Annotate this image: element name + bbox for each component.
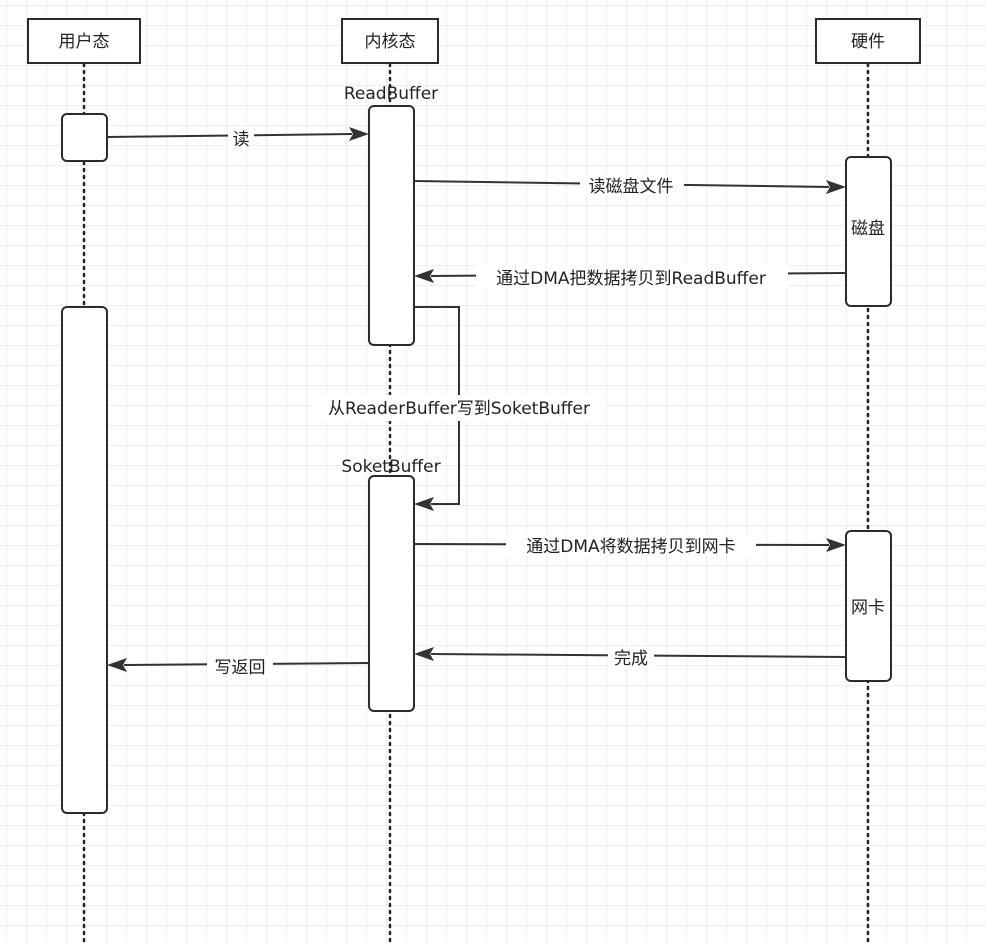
activation-socket-buffer-label: SoketBuffer — [341, 457, 440, 477]
message-dma-to-read-buffer-arrowhead — [414, 269, 434, 283]
message-read-disk-file-label: 读磁盘文件 — [589, 177, 674, 197]
message-read-arrowhead — [349, 127, 369, 141]
activation-disk-label: 磁盘 — [851, 219, 885, 239]
activation-disk[interactable] — [845, 156, 892, 307]
activation-nic-label: 网卡 — [851, 598, 885, 618]
participant-kernel-label: 内核态 — [365, 32, 416, 52]
activation-socket-buffer[interactable] — [368, 475, 415, 712]
message-write-return[interactable]: 写返回 — [107, 655, 370, 678]
message-complete-arrowhead — [414, 647, 434, 661]
message-complete-label-bg — [608, 646, 654, 668]
message-dma-to-nic-label-bg — [506, 534, 756, 556]
message-dma-to-nic-label: 通过DMA将数据拷贝到网卡 — [526, 537, 735, 557]
activation-user-read[interactable] — [61, 113, 108, 162]
message-read[interactable]: 读 — [106, 126, 369, 150]
message-dma-to-nic[interactable]: 通过DMA将数据拷贝到网卡 — [413, 534, 846, 557]
message-read-label: 读 — [233, 130, 250, 150]
message-dma-to-read-buffer-label: 通过DMA把数据拷贝到ReadBuffer — [496, 269, 766, 289]
activation-read-buffer[interactable] — [368, 105, 415, 346]
message-write-return-arrowhead — [107, 658, 127, 672]
message-copy-to-socket-buffer-label: 从ReaderBuffer写到SoketBuffer — [328, 399, 590, 419]
message-write-return-label: 写返回 — [215, 658, 266, 678]
message-copy-to-socket-buffer-label-bg — [312, 395, 606, 421]
activation-nic[interactable] — [845, 530, 892, 682]
message-copy-to-socket-buffer-arrowhead — [414, 497, 434, 511]
participant-hardware[interactable]: 硬件 — [815, 18, 921, 64]
message-read-disk-file[interactable]: 读磁盘文件 — [413, 175, 846, 197]
participant-user[interactable]: 用户态 — [27, 18, 141, 64]
message-read-disk-file-label-bg — [580, 175, 684, 197]
message-copy-to-socket-buffer[interactable]: 从ReaderBuffer写到SoketBuffer — [312, 306, 606, 511]
message-read-label-bg — [228, 126, 254, 148]
message-complete-label: 完成 — [614, 649, 648, 669]
message-dma-to-nic-arrowhead — [826, 538, 846, 552]
message-dma-to-read-buffer-label-bg — [476, 265, 788, 289]
participant-user-label: 用户态 — [59, 32, 110, 52]
activation-read-buffer-label: ReadBuffer — [344, 84, 438, 104]
message-read-disk-file-arrowhead — [826, 180, 846, 194]
participant-kernel[interactable]: 内核态 — [341, 18, 439, 64]
message-complete[interactable]: 完成 — [414, 646, 847, 669]
participant-user-box — [27, 18, 141, 64]
participant-hardware-label: 硬件 — [851, 32, 885, 52]
participant-hardware-box — [815, 18, 921, 64]
message-dma-to-read-buffer[interactable]: 通过DMA把数据拷贝到ReadBuffer — [414, 265, 847, 289]
message-write-return-label-bg — [207, 655, 273, 677]
activation-user-write[interactable] — [61, 306, 108, 814]
participant-kernel-box — [341, 18, 439, 64]
